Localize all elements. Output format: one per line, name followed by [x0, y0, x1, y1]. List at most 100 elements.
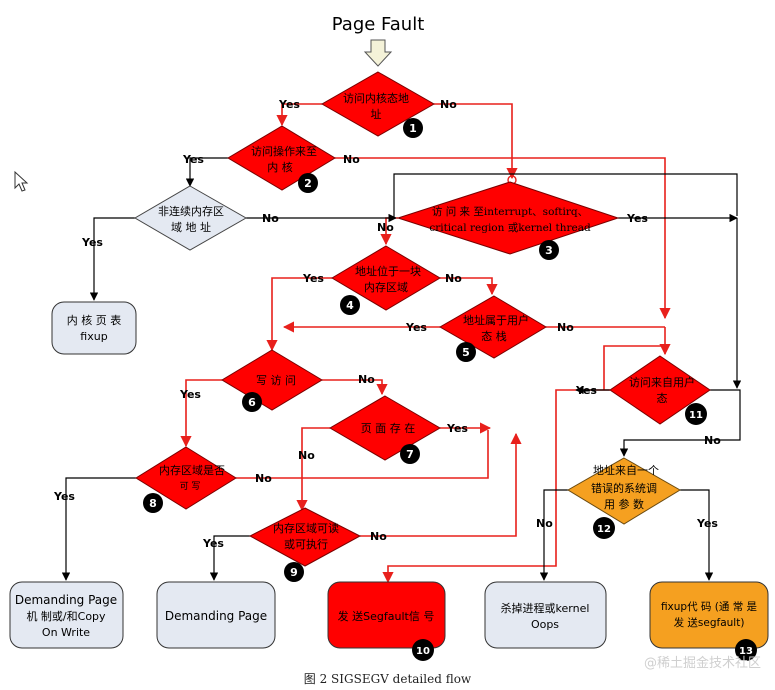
decision-label: 错误的系统调	[591, 481, 657, 495]
decision-label: 址	[371, 107, 382, 121]
line-d12-yes	[680, 489, 714, 581]
decision-label: 地址属于用户	[463, 313, 529, 327]
decision-number: 8	[149, 497, 157, 510]
yes-label: Yes	[696, 517, 718, 530]
no-label: No	[343, 153, 360, 166]
box-number: 10	[416, 646, 430, 657]
box-label: On Write	[42, 626, 90, 639]
box-label: fixup代 码 (通 常 是	[661, 600, 758, 613]
figure-caption: 图 2 SIGSEGV detailed flow	[303, 672, 472, 686]
no-label: No	[377, 221, 394, 234]
no-label: No	[440, 98, 457, 111]
line-d4-yes	[266, 277, 332, 352]
no-label: No	[370, 530, 387, 543]
decision-label: 可 写	[180, 481, 201, 492]
decision-label: 态 栈	[481, 329, 507, 343]
decision-6-write-access: 写 访 问 6	[221, 349, 323, 412]
decision-label: 页 面 存 在	[361, 421, 416, 435]
mouse-pointer-icon	[14, 170, 29, 192]
yes-label: Yes	[182, 153, 204, 166]
box-label: 杀掉进程或kernel	[501, 601, 590, 615]
line-d2-yes	[185, 157, 228, 187]
decision-label: 内存区域	[364, 280, 408, 294]
box-demanding-page: Demanding Page	[156, 581, 276, 649]
decision-label: 访问来自用户	[629, 375, 695, 389]
decision-label: 地址来自一个	[593, 463, 659, 477]
watermark: @稀土掘金技术社区	[643, 656, 761, 671]
flow-title: Page Fault	[332, 14, 425, 35]
decision-label: 写 访 问	[256, 374, 296, 387]
decision-label: 访问操作来至	[251, 144, 317, 158]
yes-label: Yes	[202, 537, 224, 550]
decision-1-kernel-address: 访问内核态地 址 1	[320, 71, 436, 138]
no-label: No	[557, 321, 574, 334]
decision-number: 11	[689, 410, 703, 421]
line-d6-no	[322, 379, 388, 396]
no-label: No	[262, 212, 279, 225]
decision-label: 访 问 来 至interrupt、softirq、	[432, 205, 588, 218]
decision-12-bad-syscall-arg: 地址来自一个 错误的系统调 用 参 数 12	[567, 457, 681, 539]
no-label: No	[298, 449, 315, 462]
decision-7-page-present: 页 面 存 在 7	[329, 395, 441, 464]
box-label: Oops	[531, 618, 559, 631]
decision-5-user-stack: 地址属于用户 态 栈 5	[438, 295, 547, 362]
line-d12-no	[539, 489, 568, 581]
no-label: No	[445, 272, 462, 285]
line-d11-no	[619, 389, 741, 457]
yes-label: Yes	[53, 490, 75, 503]
decision-label: 非连续内存区	[158, 204, 224, 218]
decision-3-interrupt-context: 访 问 来 至interrupt、softirq、 critical regio…	[396, 181, 620, 260]
no-label: No	[704, 434, 721, 447]
decision-label: 内存区域是否	[159, 463, 225, 477]
yes-label: Yes	[179, 388, 201, 401]
line-d8-no	[236, 430, 489, 479]
decision-number: 9	[290, 566, 298, 579]
decision-11-from-user-mode: 访问来自用户 态 11	[609, 355, 711, 425]
line-d2-no	[335, 157, 671, 320]
yes-label: Yes	[302, 272, 324, 285]
decision-8-region-writable: 内存区域是否 可 写 8	[135, 446, 237, 513]
decision-label: 域 地 址	[171, 220, 211, 234]
line-d6-yes	[180, 379, 222, 448]
decision-number: 3	[545, 244, 553, 257]
box-label: 机 制或/和Copy	[26, 609, 106, 623]
decision-label: critical region 或kernel thread	[429, 222, 591, 234]
decision-label: 用 参 数	[604, 497, 644, 511]
box-send-segfault: 发 送Segfault信 号 10	[327, 581, 446, 661]
box-label: 内 核 页 表	[67, 313, 122, 327]
line-d9-no	[360, 432, 522, 537]
yes-label: Yes	[278, 98, 300, 111]
decision-number: 1	[409, 122, 417, 135]
box-label: fixup	[80, 330, 107, 343]
yes-label: Yes	[405, 321, 427, 334]
decision-label: 或可执行	[284, 537, 328, 551]
box-label: Demanding Page	[165, 609, 267, 623]
box-demanding-page-cow: Demanding Page 机 制或/和Copy On Write	[9, 581, 124, 649]
line-d8-yes	[61, 477, 136, 581]
box-kill-process-or-oops: 杀掉进程或kernel Oops	[484, 581, 607, 649]
line-d9-yes	[209, 535, 250, 581]
decision-label: 内 核	[267, 160, 293, 174]
decision-number: 12	[597, 524, 611, 535]
box-label: 发 送Segfault信 号	[338, 609, 435, 623]
no-label: No	[536, 517, 553, 530]
line-d7-no	[296, 427, 330, 512]
decision-label: 地址位于一块	[355, 264, 421, 278]
decision-number: 4	[346, 299, 354, 312]
line-d1-yes	[276, 103, 322, 127]
decision-number: 7	[406, 448, 414, 461]
yes-label: Yes	[626, 212, 648, 225]
decision-2-from-kernel: 访问操作来至 内 核 2	[227, 125, 336, 193]
decision-noncontiguous-area: 非连续内存区 域 地 址	[134, 185, 248, 251]
box-fixup-code: fixup代 码 (通 常 是 发 送segfault) 13	[649, 581, 769, 661]
line-d11-yes	[382, 389, 610, 584]
no-label: No	[358, 373, 375, 386]
decision-9-readable-executable: 内存区域可读 或可执行 9	[248, 507, 362, 582]
yes-label: Yes	[81, 236, 103, 249]
box-number: 13	[739, 646, 753, 657]
line-d4-no	[440, 277, 498, 296]
decision-number: 2	[304, 177, 312, 190]
decision-number: 6	[248, 396, 256, 409]
yes-label: Yes	[575, 384, 597, 397]
